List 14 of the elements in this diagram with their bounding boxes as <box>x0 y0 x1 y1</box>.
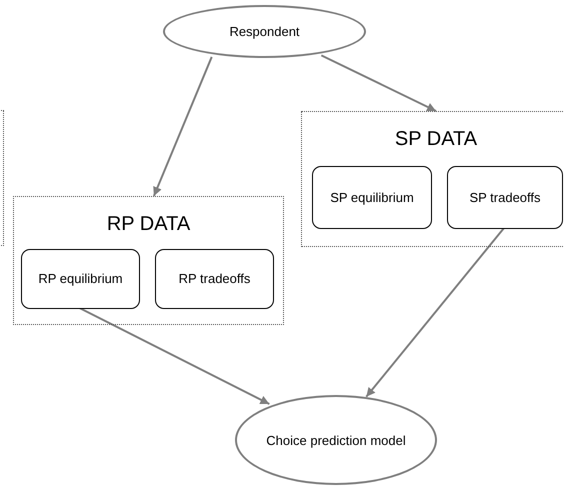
group-title: RP DATA <box>106 213 192 236</box>
group-frame <box>301 111 564 247</box>
group-title: SP DATA <box>394 128 478 151</box>
rounded-box: SP tradeoffs <box>447 166 563 229</box>
group-frame <box>13 196 284 325</box>
arrow <box>153 56 213 196</box>
arrow <box>320 54 436 112</box>
ellipse-node: Choice prediction model <box>235 395 437 485</box>
ellipse-node: Respondent <box>163 5 366 58</box>
arrow <box>79 307 270 405</box>
rounded-box: RP equilibrium <box>21 249 140 309</box>
arrow <box>366 227 505 398</box>
rounded-box: SP equilibrium <box>312 166 432 229</box>
rounded-box: RP tradeoffs <box>155 249 274 309</box>
